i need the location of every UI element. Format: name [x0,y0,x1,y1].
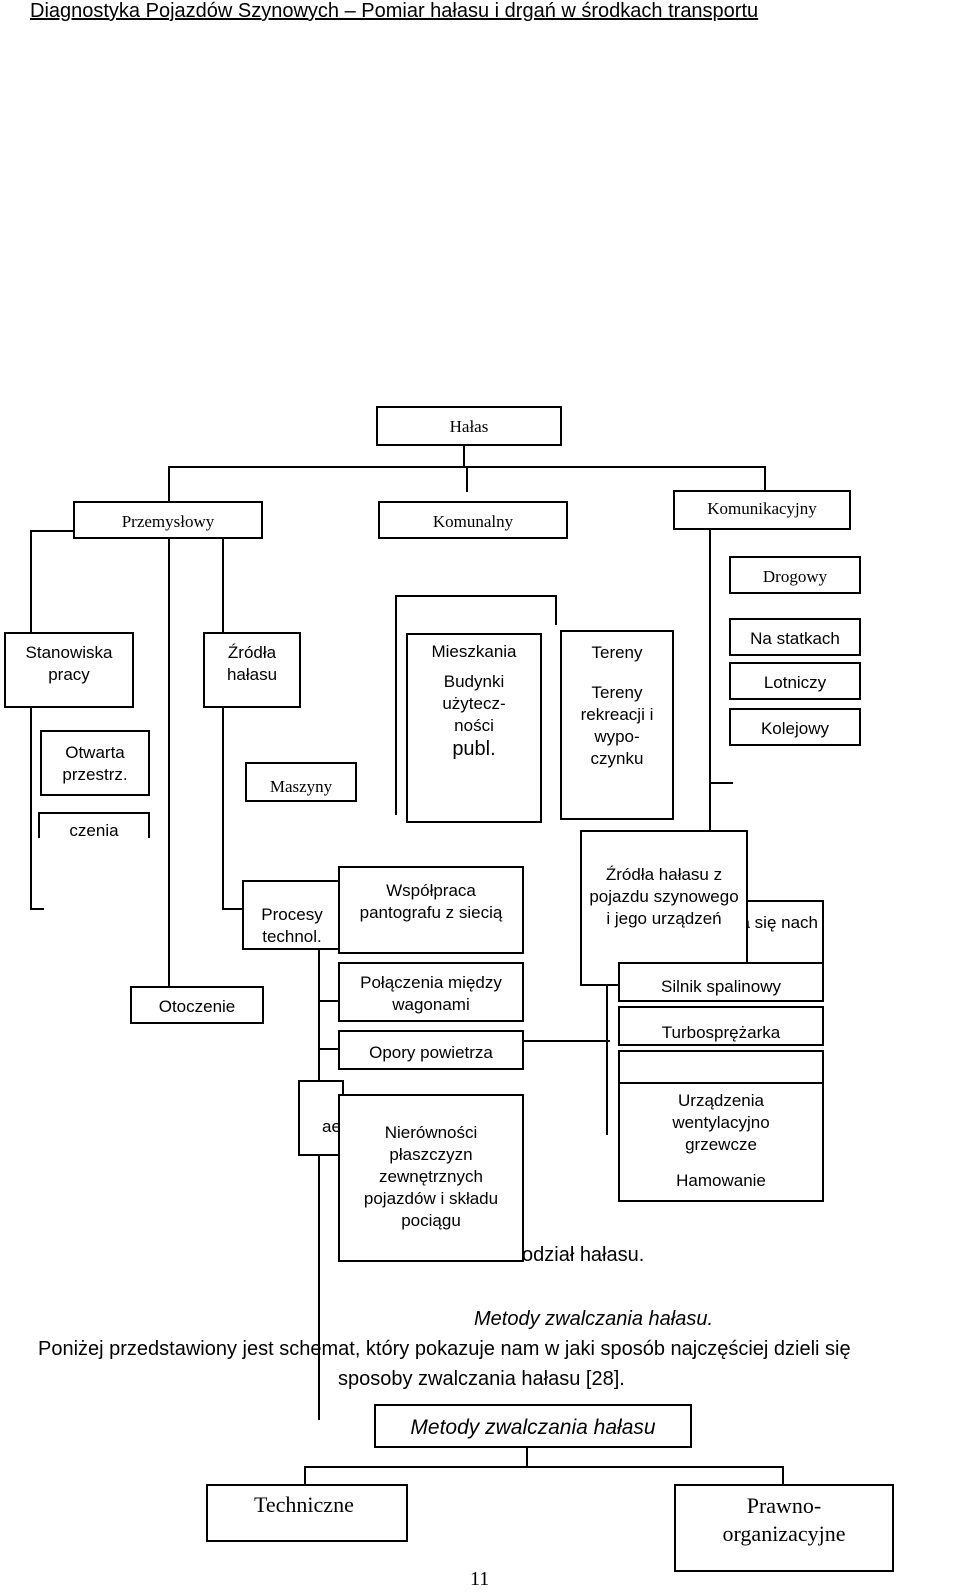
label: Źródła hałasu [226,643,278,684]
label: Otwarta przestrz. [62,743,128,784]
paragraph-line-1: Poniżej przedstawiony jest schemat, któr… [38,1338,851,1360]
label: nia się nach [727,913,818,932]
surroundings-box: Otoczenie [130,986,264,1024]
machines-box: Maszyny [245,762,357,802]
ventilation-box: Urządzenia wentylacyjno grzewcze Hamowan… [618,1082,824,1202]
industrial-box: Przemysłowy [73,501,263,539]
connector [304,1466,306,1484]
label: publ. [452,738,496,760]
connector [318,1000,340,1002]
areas-box: Tereny Tereny rekreacji i wypo-czynku [560,630,674,820]
label: Mieszkania [431,642,517,661]
label: Współpraca pantografu z siecią [359,881,503,922]
connector [463,438,465,468]
connector [764,466,766,492]
label: Połączenia między wagonami [360,973,502,1014]
label: Komunalny [432,512,514,531]
air-box: Lotniczy [729,662,861,700]
ships-box: Na statkach [729,618,861,656]
page-header: Diagnostyka Pojazdów Szynowych – Pomiar … [30,0,759,22]
label: Techniczne [254,1492,354,1517]
connector [555,595,557,625]
label: Kolejowy [760,719,830,738]
connector [395,595,555,597]
connector [395,595,397,815]
connector [30,908,44,910]
label: Urządzenia wentylacyjno grzewcze [672,1091,770,1154]
connector [222,908,242,910]
label: Opory powietrza [369,1043,493,1062]
connector [526,1438,528,1468]
turbo-box: Turbosprężarka [618,1006,824,1046]
label: Źródła hałasu z pojazdu szynowego i jego… [589,865,739,928]
label: Hałas [449,417,489,436]
label: Stanowiska pracy [25,643,113,684]
label: Komunikacyjny [707,499,817,518]
connector [168,466,170,996]
noise-root-box: Hałas [376,406,562,446]
connector [709,782,733,784]
connector [782,1466,784,1484]
workstations-box: Stanowiska pracy [4,632,134,708]
label: ae [322,1117,341,1136]
connector [709,530,711,910]
road-box: Drogowy [729,556,861,594]
label: Na statkach [750,629,840,648]
label: Prawno-organizacyjne [722,1493,846,1546]
figure-caption-partial: odział hałasu. [522,1244,645,1266]
processes-box-partial: Procesy technol. [242,880,342,950]
empty-box [618,1050,824,1086]
connector [520,1040,610,1042]
label: użytecz- [442,694,506,713]
connector [318,920,320,1420]
open-space-box: Otwarta przestrz. [40,730,150,796]
label: Procesy technol. [261,905,323,946]
label: Metody zwalczania hałasu [410,1416,656,1439]
label: Otoczenie [158,997,236,1016]
legal-box: Prawno-organizacyjne [674,1484,894,1572]
connector [30,530,32,910]
connector [304,1466,784,1468]
connector [318,1048,340,1050]
label: Przemysłowy [121,512,215,531]
unevenness-box: Nierówności płaszczyzn zewnętrznych poja… [338,1094,524,1262]
transport-box: Komunikacyjny [673,490,851,530]
label: Lotniczy [763,673,827,692]
label: ności [454,716,494,735]
connections-box: Połączenia między wagonami [338,962,524,1022]
label: Budynki [443,672,505,691]
page-number: 11 [470,1568,490,1590]
communal-box: Komunalny [378,501,568,539]
label: Tereny [591,643,643,662]
rooms-box-partial: czenia [38,812,150,838]
label: czenia [69,821,119,838]
pantograph-box: Współpraca pantografu z siecią [338,866,524,954]
technical-box: Techniczne [206,1484,408,1542]
connector [222,530,224,910]
section-title: Metody zwalczania hałasu. [474,1308,714,1330]
label: Silnik spalinowy [661,977,781,996]
connector [466,466,468,492]
label: Tereny rekreacji i wypo-czynku [580,683,654,768]
label: Turbosprężarka [661,1023,781,1042]
label: Drogowy [762,567,828,586]
paragraph-line-2: sposoby zwalczania hałasu [28]. [338,1368,625,1390]
label: Maszyny [269,777,333,796]
flats-box: Mieszkania Budynki użytecz- ności publ. [406,633,542,823]
connector [606,975,608,1135]
air-resistance-box: Opory powietrza [338,1030,524,1070]
rail-box: Kolejowy [729,708,861,746]
label: Nierówności płaszczyzn zewnętrznych poja… [363,1123,499,1230]
diesel-box: Silnik spalinowy [618,962,824,1002]
noise-sources-box: Źródła hałasu [203,632,301,708]
label: Hamowanie [676,1171,766,1190]
methods-root-box: Metody zwalczania hałasu [374,1404,692,1448]
